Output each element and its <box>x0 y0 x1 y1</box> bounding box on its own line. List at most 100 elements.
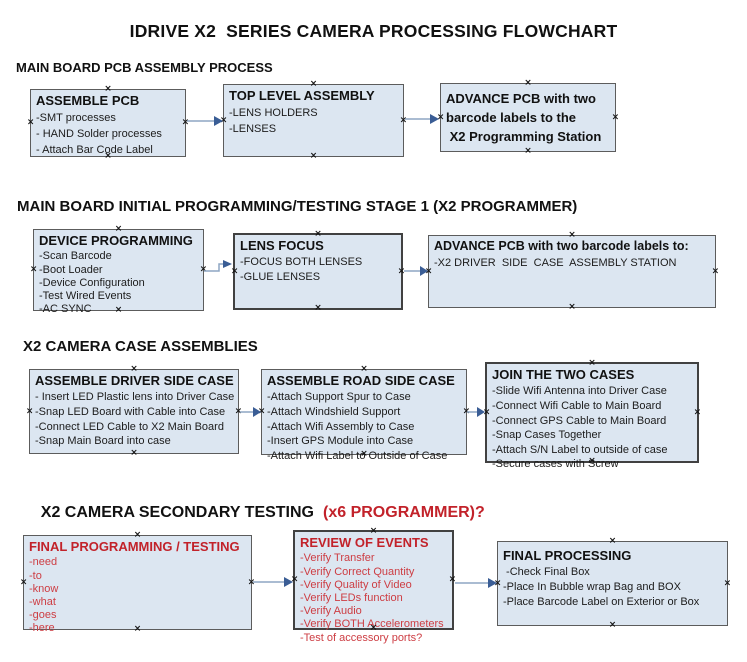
box-item: -Snap LED Board with Cable into Case <box>35 405 226 418</box>
box-item-list: -Slide Wifi Antenna into Driver Case-Con… <box>492 384 692 472</box>
box-item-list: -need-to-know-what-goes-here <box>29 556 246 635</box>
box-item-list: -Verify Transfer-Verify Correct Quantity… <box>300 552 447 644</box>
flow-box-review-of-events[interactable]: REVIEW OF EVENTS -Verify Transfer-Verify… <box>291 527 456 644</box>
connector-arrow-1[interactable] <box>187 115 223 127</box>
box-item-list: - Insert LED Plastic lens into Driver Ca… <box>35 390 234 448</box>
box-title: DEVICE PROGRAMMING <box>39 233 193 248</box>
connector-arrow-7[interactable] <box>455 577 497 589</box>
flow-box-join-the-two-cases[interactable]: JOIN THE TWO CASES -Slide Wifi Antenna i… <box>483 359 702 471</box>
box-item-list: -Attach Support Spur to Case-Attach Wind… <box>267 390 461 463</box>
connector-arrow-6[interactable] <box>253 576 293 588</box>
box-item: -Verify LEDs function <box>300 591 403 604</box>
connection-point-icon: × <box>19 577 28 587</box>
chart-title: IDRIVE X2 SERIES CAMERA PROCESSING FLOWC… <box>129 21 618 41</box>
box-item: - Attach Bar Code Label <box>36 144 153 157</box>
box-item: -Scan Barcode <box>39 250 112 263</box>
connector-arrow-4[interactable] <box>240 406 261 418</box>
connection-point-icon: × <box>29 264 38 275</box>
flow-box-device-programming[interactable]: DEVICE PROGRAMMING -Scan Barcode-Boot Lo… <box>29 225 207 316</box>
box-item: -Snap Cases Together <box>492 429 602 442</box>
box-item-list: -X2 DRIVER SIDE CASE ASSEMBLY STATION <box>434 256 710 271</box>
flow-box-lens-focus[interactable]: LENS FOCUS -FOCUS BOTH LENSES-GLUE LENSE… <box>231 230 405 313</box>
box-item: - HAND Solder processes <box>36 128 162 141</box>
box-item: -to <box>29 569 42 582</box>
box-item-list: -FOCUS BOTH LENSES-GLUE LENSES <box>240 255 396 284</box>
box-item: -need <box>29 556 58 569</box>
box-item: -Attach S/N Label to outside of case <box>492 443 668 456</box>
connection-point-icon: × <box>711 266 720 276</box>
box-item: -Connect LED Cable to X2 Main Board <box>35 420 224 433</box>
box-item: -Connect Wifi Cable to Main Board <box>492 399 662 412</box>
box-item: -Verify Audio <box>300 605 362 618</box>
box-item: -Attach Wifi Assembly to Case <box>267 420 415 433</box>
section-heading-camera-case-assemblies: X2 CAMERA CASE ASSEMBLIES <box>23 338 258 355</box>
box-item: -GLUE LENSES <box>240 270 321 283</box>
flow-box-assemble-driver-side-case[interactable]: ASSEMBLE DRIVER SIDE CASE - Insert LED P… <box>25 365 242 458</box>
connection-point-icon: × <box>130 447 138 458</box>
box-title: JOIN THE TWO CASES <box>492 367 635 382</box>
box-item: -here <box>29 622 55 635</box>
box-title: FINAL PROGRAMMING / TESTING <box>29 539 240 554</box>
flow-box-advance-pcb-programming-station[interactable]: ADVANCE PCB with two barcode labels to t… <box>437 79 619 156</box>
section-heading-secondary-testing: X2 CAMERA SECONDARY TESTING (x6 PROGRAMME… <box>23 486 485 540</box>
box-item: -Verify BOTH Accelerometers <box>300 618 444 631</box>
section-heading-red-part: (x6 PROGRAMMER)? <box>323 504 485 521</box>
flow-box-final-programming-testing[interactable]: FINAL PROGRAMMING / TESTING -need-to-kno… <box>19 531 255 635</box>
connector-arrow-3[interactable] <box>404 265 428 277</box>
box-title: FINAL PROCESSING <box>503 548 632 563</box>
box-item: -SMT processes <box>36 112 116 125</box>
connection-point-icon: × <box>26 117 35 128</box>
box-item: -Place In Bubble wrap Bag and BOX <box>503 580 681 593</box>
connector-elbow-arrow[interactable] <box>204 258 234 275</box>
flow-box-top-level-assembly[interactable]: TOP LEVEL ASSEMBLY -LENS HOLDERS-LENSES … <box>220 80 407 161</box>
connection-point-icon: × <box>608 619 617 630</box>
section-heading-black-part: X2 CAMERA SECONDARY TESTING <box>40 504 314 521</box>
box-item: -what <box>29 595 56 608</box>
box-title: REVIEW OF EVENTS <box>300 535 429 550</box>
box-title: ADVANCE PCB with two barcode labels to t… <box>446 91 602 144</box>
box-item: -Test of accessory ports? <box>300 631 423 644</box>
connection-point-icon: × <box>524 78 532 89</box>
box-item: -LENS HOLDERS <box>229 107 318 120</box>
box-title: LENS FOCUS <box>240 238 324 253</box>
box-title: ASSEMBLE DRIVER SIDE CASE <box>35 373 234 388</box>
connection-point-icon: × <box>608 536 617 547</box>
box-item: -LENSES <box>229 123 277 136</box>
section-heading-main-board-pcb-assembly: MAIN BOARD PCB ASSEMBLY PROCESS <box>16 60 273 75</box>
box-item-list: -Check Final Box-Place In Bubble wrap Ba… <box>503 565 722 609</box>
flow-box-advance-pcb-driver-side-station[interactable]: ADVANCE PCB with two barcode labels to: … <box>425 231 719 312</box>
connection-point-icon: × <box>314 302 322 313</box>
flow-box-assemble-pcb[interactable]: ASSEMBLE PCB -SMT processes - HAND Solder… <box>26 85 189 161</box>
box-item: -Place Barcode Label on Exterior or Box <box>503 595 700 608</box>
connector-arrow-5[interactable] <box>467 406 485 418</box>
box-title: TOP LEVEL ASSEMBLY <box>229 88 375 103</box>
box-item: -know <box>29 582 59 595</box>
box-item: -Test Wired Events <box>39 289 132 302</box>
box-item: -Attach Support Spur to Case <box>267 391 411 404</box>
box-item: -Verify Correct Quantity <box>300 565 415 578</box>
box-item: -Attach Wifi Label to Outside of Case <box>267 449 448 462</box>
box-item: -Slide Wifi Antenna into Driver Case <box>492 385 667 398</box>
flow-box-final-processing[interactable]: FINAL PROCESSING -Check Final Box-Place … <box>494 537 731 630</box>
box-item: -Verify Transfer <box>300 552 375 565</box>
connection-point-icon: × <box>309 150 318 161</box>
box-title: ADVANCE PCB with two barcode labels to: <box>434 239 689 253</box>
connection-point-icon: × <box>611 112 620 122</box>
flow-box-assemble-road-side-case[interactable]: ASSEMBLE ROAD SIDE CASE -Attach Support … <box>258 365 470 462</box>
connector-arrow-2[interactable] <box>405 113 439 125</box>
box-item: -Connect GPS Cable to Main Board <box>492 414 667 427</box>
box-item: -Device Configuration <box>39 276 145 289</box>
box-item: -Verify Quality of Video <box>300 578 412 591</box>
box-item: -Attach Windshield Support <box>267 405 401 418</box>
box-item: -Check Final Box <box>503 566 590 579</box>
box-item-list: -Scan Barcode-Boot Loader-Device Configu… <box>39 250 198 316</box>
connection-point-icon: × <box>568 301 576 312</box>
box-item: -Snap Main Board into case <box>35 435 171 448</box>
box-title: ASSEMBLE ROAD SIDE CASE <box>267 373 455 388</box>
connection-point-icon: × <box>524 145 532 156</box>
connection-point-icon: × <box>693 407 702 417</box>
box-item: -goes <box>29 609 57 622</box>
box-title: ASSEMBLE PCB <box>36 93 140 108</box>
connection-point-icon: × <box>25 406 34 416</box>
